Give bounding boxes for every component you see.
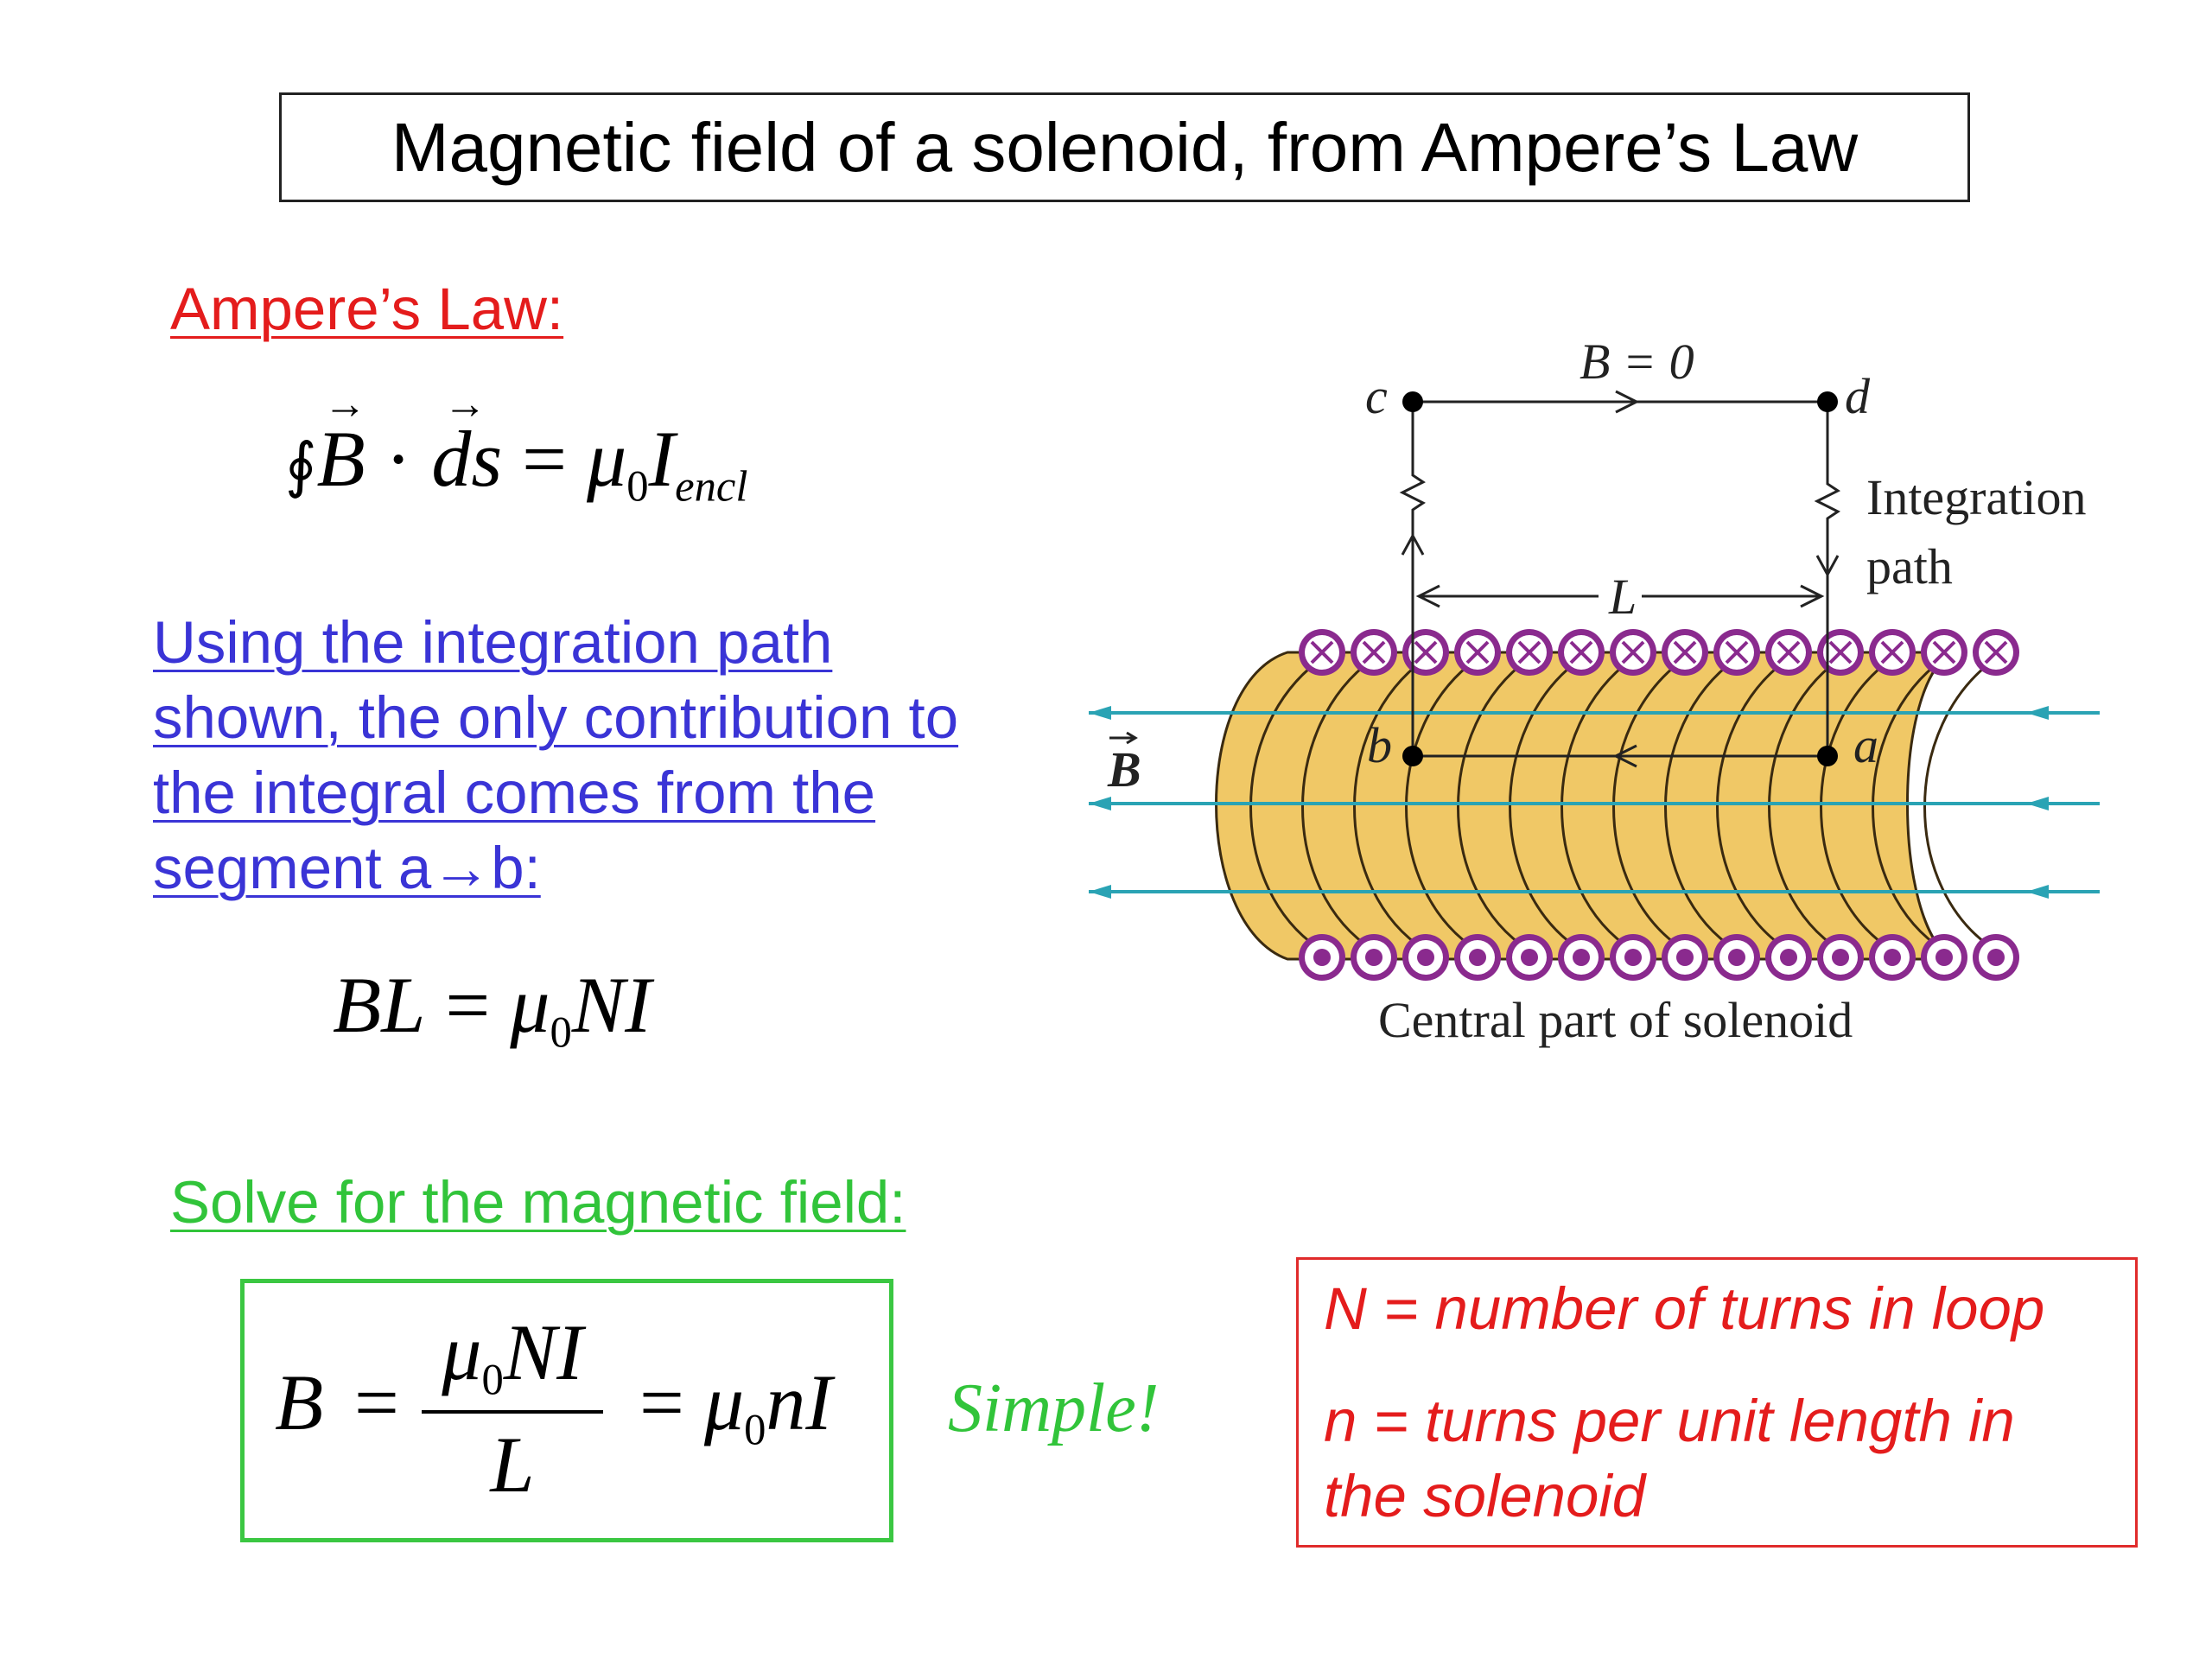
- coil-winding: [1249, 657, 1323, 952]
- coil-winding: [1612, 657, 1686, 952]
- definition-n-line2: the solenoid: [1324, 1463, 1646, 1529]
- corner-c-label: c: [1365, 368, 1388, 424]
- coil-winding: [1301, 657, 1375, 952]
- path-segment-bc: [1399, 402, 1426, 756]
- definition-N: N = number of turns in loop: [1324, 1275, 2045, 1342]
- bl-equation: BL = μ0NI: [333, 961, 652, 1057]
- wire-out-of-page: [1973, 934, 2019, 981]
- field-arrowheads: [1089, 706, 2049, 899]
- result-equals-1: =: [354, 1358, 399, 1446]
- coil-winding: [1560, 657, 1634, 952]
- wire-out-of-page: [1558, 934, 1605, 981]
- wires-into-page: [1299, 629, 2019, 676]
- wire-into-page: [1506, 629, 1553, 676]
- result-rhs: = μ0nI: [639, 1358, 833, 1454]
- path-segment-da: [1814, 402, 1840, 756]
- wire-out-of-page: [1869, 934, 1916, 981]
- wire-into-page: [1662, 629, 1708, 676]
- wire-into-page: [1713, 629, 1760, 676]
- result-numerator: μ0NI: [442, 1308, 583, 1404]
- explanation-line: shown, the only contribution to: [153, 684, 959, 751]
- coil-winding: [1664, 657, 1738, 952]
- wire-out-of-page: [1299, 934, 1345, 981]
- wires-out-of-page: [1299, 934, 2019, 981]
- coil-winding: [1457, 657, 1530, 952]
- arrow-bc: [1401, 532, 1425, 556]
- b-zero-label: B = 0: [1580, 334, 1694, 390]
- definition-n-line1: n = turns per unit length in: [1324, 1388, 2015, 1454]
- arrow-da: [1815, 555, 1840, 578]
- wire-into-page: [1402, 629, 1449, 676]
- result-b: B: [275, 1358, 324, 1446]
- ampere-law-heading: Ampere’s Law:: [170, 276, 564, 342]
- field-label: B: [1107, 741, 1141, 798]
- wire-into-page: [1869, 629, 1916, 676]
- wire-out-of-page: [1817, 934, 1864, 981]
- title-box: Magnetic field of a solenoid, from Amper…: [279, 92, 1970, 202]
- integration-label-2: path: [1866, 538, 1953, 594]
- coil-winding: [1872, 657, 1945, 952]
- field-lines: [1089, 711, 2100, 893]
- explanation-line: the integral comes from the: [153, 760, 876, 826]
- wire-into-page: [1299, 629, 1345, 676]
- path-corners: [1402, 391, 1838, 766]
- coil-winding: [1353, 657, 1427, 952]
- wire-into-page: [1921, 629, 1967, 676]
- corner-b-label: b: [1367, 717, 1392, 773]
- page-title: Magnetic field of a solenoid, from Amper…: [391, 108, 1859, 186]
- figure-caption: Central part of solenoid: [1378, 992, 1853, 1048]
- coil-winding: [1509, 657, 1582, 952]
- result-denominator: L: [490, 1421, 535, 1509]
- explanation-line: Using the integration path: [153, 609, 833, 676]
- corner-d-label: d: [1845, 368, 1871, 424]
- explanation-line: segment a→b:: [153, 835, 541, 901]
- wire-out-of-page: [1765, 934, 1812, 981]
- wire-into-page: [1610, 629, 1656, 676]
- length-label: L: [1608, 569, 1637, 625]
- coil-winding: [1405, 657, 1478, 952]
- coil-winding: [1768, 657, 1841, 952]
- coil-winding: [1716, 657, 1789, 952]
- length-dimension: [1415, 584, 1825, 608]
- coil-windings: [1249, 657, 1997, 952]
- wire-into-page: [1351, 629, 1397, 676]
- result-box: [240, 1279, 893, 1542]
- field-vector-arrow: [1109, 731, 1138, 745]
- coil-winding: [1820, 657, 1893, 952]
- integration-path: [1399, 390, 1840, 768]
- ampere-equation: ∮→B · →ds = μ0Iencl: [285, 379, 748, 511]
- solenoid-figure: B = 0 c d b a L Integration path B Centr…: [1089, 334, 2100, 1048]
- simple-label: Simple!: [948, 1370, 1160, 1446]
- wire-out-of-page: [1351, 934, 1397, 981]
- wire-into-page: [1817, 629, 1864, 676]
- coil-winding: [1923, 657, 1997, 952]
- arrow-ab: [1612, 744, 1637, 768]
- definitions-box: [1296, 1257, 2138, 1548]
- corner-a-label: a: [1853, 717, 1878, 773]
- wire-out-of-page: [1454, 934, 1501, 981]
- wire-into-page: [1973, 629, 2019, 676]
- wire-into-page: [1558, 629, 1605, 676]
- solve-heading: Solve for the magnetic field:: [170, 1169, 906, 1236]
- explanation-text: Using the integration path shown, the on…: [153, 605, 1017, 906]
- coil-body: [1215, 651, 1958, 961]
- fraction-bar: [422, 1410, 603, 1414]
- wire-out-of-page: [1921, 934, 1967, 981]
- wire-out-of-page: [1402, 934, 1449, 981]
- wire-out-of-page: [1713, 934, 1760, 981]
- integration-label-1: Integration: [1866, 469, 2086, 525]
- wire-out-of-page: [1506, 934, 1553, 981]
- wire-out-of-page: [1662, 934, 1708, 981]
- wire-into-page: [1765, 629, 1812, 676]
- wire-out-of-page: [1610, 934, 1656, 981]
- wire-into-page: [1454, 629, 1501, 676]
- arrow-cd: [1615, 390, 1640, 414]
